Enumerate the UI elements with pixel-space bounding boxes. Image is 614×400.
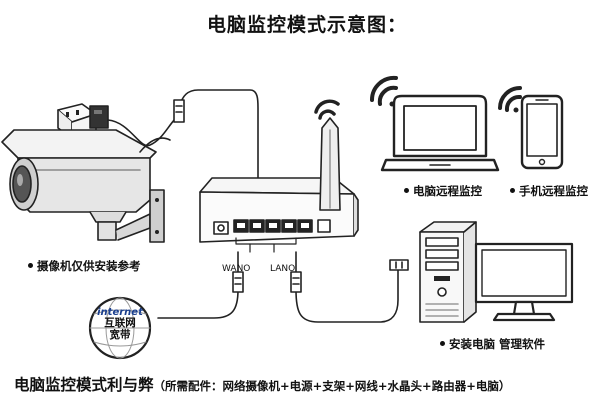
phone-remote-label: 手机远程监控 [510, 183, 588, 199]
footer-caption: 电脑监控模式利与弊（所需配件：网络摄像机+电源+支架+网线+水晶头+路由器+电脑… [14, 373, 510, 395]
pc-remote-label: 电脑远程监控 [404, 183, 482, 199]
page-title: 电脑监控模式示意图： [206, 14, 407, 36]
wan-cable [157, 251, 239, 319]
desktop-tower-icon [419, 221, 477, 323]
rj45-plug-icon [290, 271, 302, 293]
wan-port-label: WANO [222, 264, 251, 274]
monitor-icon [474, 242, 574, 322]
bullet-camera-icon [1, 129, 171, 213]
globe-label: internet 互联网 宽带 [90, 307, 150, 341]
bullet-dot [28, 263, 33, 268]
wifi-router-icon [199, 177, 359, 253]
rj45-plug-icon [232, 271, 244, 293]
bullet-dot [404, 188, 409, 193]
pc-remote-text: 电脑远程监控 [413, 184, 482, 198]
bullet-dot [510, 188, 515, 193]
wifi-signal-icon [369, 75, 398, 107]
footer-note: （所需配件：网络摄像机+电源+支架+网线+水晶头+路由器+电脑） [153, 379, 511, 393]
globe-line-internet-cn: 互联网 [104, 317, 136, 329]
wifi-signal-icon [314, 99, 340, 120]
rj45-plug-icon [389, 259, 409, 271]
lan-port-label: LANO [270, 264, 296, 274]
bullet-dot [440, 341, 445, 346]
install-pc-label: 安装电脑 管理软件 [440, 336, 545, 352]
globe-line-internet: internet [97, 307, 143, 318]
globe-icon [88, 296, 152, 360]
camera-note-text: 摄像机仅供安装参考 [37, 259, 141, 273]
laptop-icon [380, 94, 500, 172]
footer-heading: 电脑监控模式利与弊 [14, 376, 154, 394]
install-pc-text: 安装电脑 管理软件 [449, 337, 546, 351]
power-adapter-icon [89, 105, 177, 147]
phone-remote-text: 手机远程监控 [519, 184, 588, 198]
globe-line-broadband: 宽带 [109, 328, 131, 341]
lan-ports [233, 219, 313, 233]
lan-cable [295, 251, 403, 323]
camera-note-label: 摄像机仅供安装参考 [28, 258, 141, 274]
antenna-icon [319, 117, 341, 211]
rj45-plug-icon [173, 99, 185, 123]
smartphone-icon [520, 94, 564, 170]
camera-bracket-icon [89, 189, 165, 243]
wifi-signal-icon [498, 86, 522, 113]
